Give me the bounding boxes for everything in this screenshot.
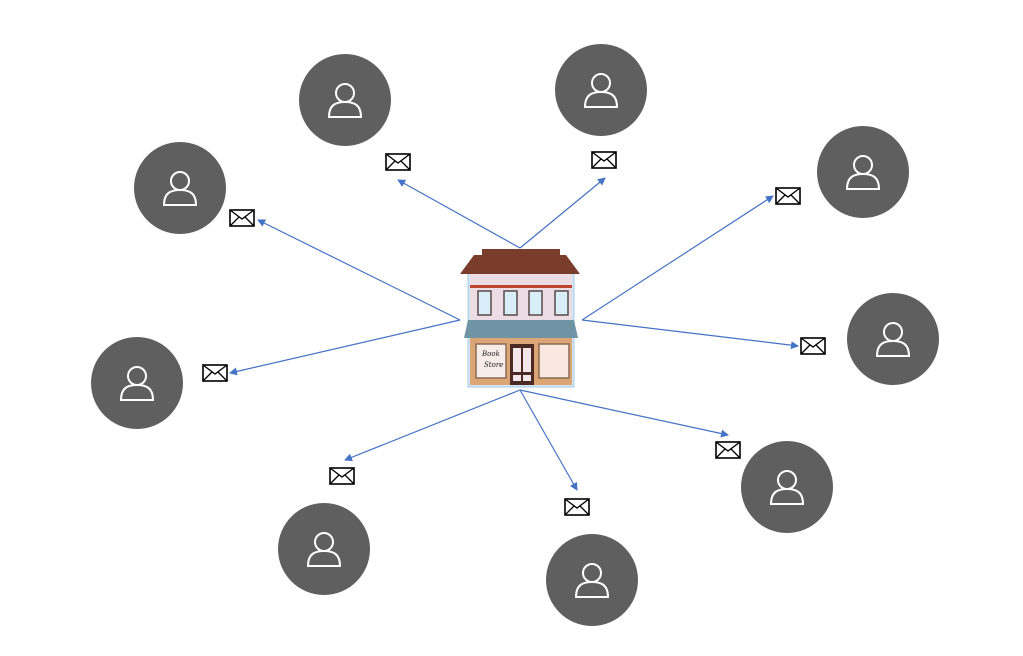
customer-avatar <box>134 142 226 234</box>
envelope-icon <box>800 337 826 355</box>
message-arrow <box>581 195 774 321</box>
envelope-icon <box>229 209 255 227</box>
envelope-icon <box>775 187 801 205</box>
store-sign-line2: Store <box>484 361 503 369</box>
person-icon <box>583 73 619 108</box>
person-icon <box>306 532 342 567</box>
message-arrow <box>397 179 521 249</box>
person-icon <box>875 322 911 357</box>
customer-avatar <box>741 441 833 533</box>
store-sign-line1: Book <box>481 350 500 358</box>
customer-avatar <box>555 44 647 136</box>
customer-avatar <box>91 337 183 429</box>
person-icon <box>574 563 610 598</box>
envelope-icon <box>591 151 617 169</box>
customer-avatar <box>847 293 939 385</box>
envelope-icon <box>564 498 590 516</box>
message-arrow <box>519 389 578 491</box>
person-icon <box>327 83 363 118</box>
person-icon <box>162 171 198 206</box>
envelope-icon <box>202 364 228 382</box>
person-icon <box>119 366 155 401</box>
message-arrow <box>344 389 521 462</box>
person-icon <box>845 155 881 190</box>
customer-avatar <box>546 534 638 626</box>
message-arrow <box>519 177 606 249</box>
customer-avatar <box>299 54 391 146</box>
person-icon <box>769 470 805 505</box>
bookstore-icon: Book Store <box>460 249 580 388</box>
message-arrow <box>229 319 461 376</box>
envelope-icon <box>329 467 355 485</box>
message-arrow <box>257 219 461 321</box>
message-arrow <box>581 319 799 350</box>
customer-avatar <box>278 503 370 595</box>
envelope-icon <box>715 441 741 459</box>
message-arrow <box>519 389 729 438</box>
envelope-icon <box>385 153 411 171</box>
customer-avatar <box>817 126 909 218</box>
